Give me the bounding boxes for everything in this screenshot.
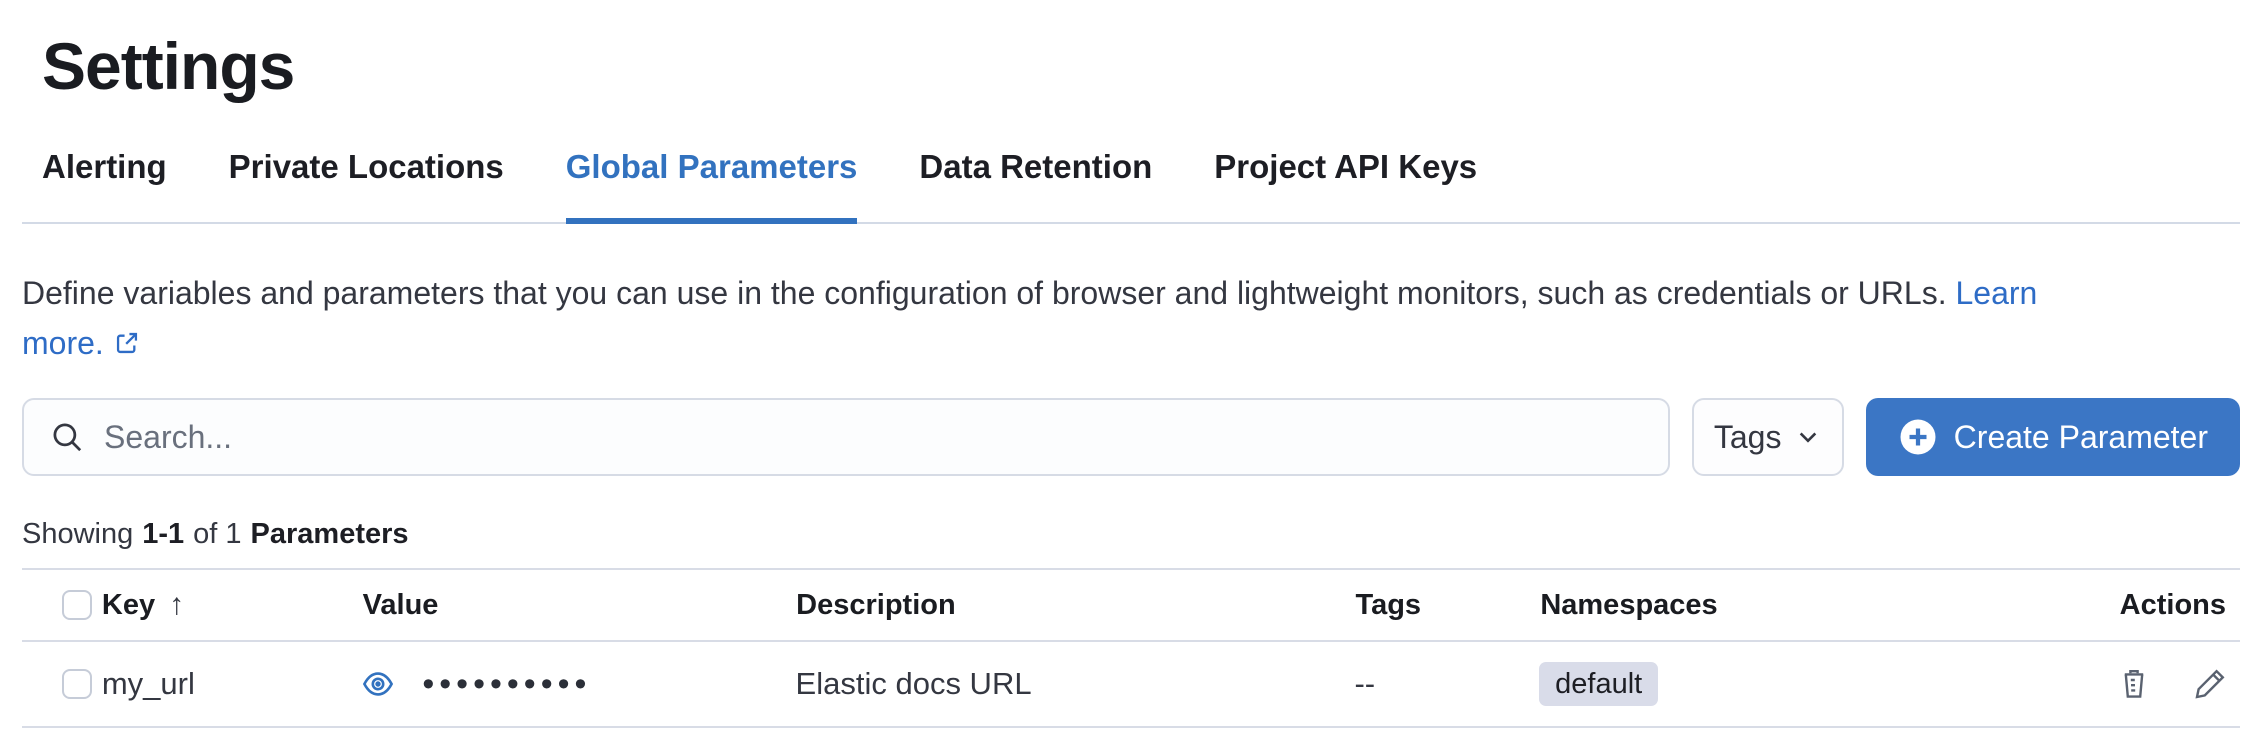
summary-entity: Parameters [250, 518, 409, 550]
page-description: Define variables and parameters that you… [22, 268, 2240, 368]
column-header-description: Description [796, 588, 956, 621]
results-summary: Showing 1-1 of 1 Parameters [22, 516, 2240, 552]
pencil-icon[interactable] [2194, 668, 2226, 700]
row-checkbox[interactable] [61, 669, 92, 699]
table-header-row: Key ↑ Value Description Tags Namespaces … [22, 570, 2240, 642]
column-header-actions: Actions [2119, 588, 2226, 621]
summary-range: 1-1 [142, 518, 185, 550]
column-header-key[interactable]: Key ↑ [101, 588, 185, 621]
external-link-icon [114, 330, 140, 356]
tab-data-retention[interactable]: Data Retention [919, 148, 1153, 185]
tab-project-api-keys[interactable]: Project API Keys [1214, 148, 1478, 185]
learn-more-link-continued[interactable]: more. [22, 325, 104, 361]
sort-up-icon: ↑ [169, 588, 185, 621]
namespaces-cell: default [1529, 662, 2118, 706]
select-all-checkbox[interactable] [61, 590, 92, 620]
tab-bar: Alerting Private Locations Global Parame… [22, 146, 2240, 224]
parameters-table: Key ↑ Value Description Tags Namespaces … [22, 568, 2240, 728]
toolbar: Tags Create Parameter [22, 398, 2240, 476]
table-row: my_url •••••••••• Elastic docs URL -- de… [22, 642, 2240, 728]
column-header-value: Value [362, 588, 439, 621]
summary-middle: of 1 [193, 518, 242, 550]
tags-filter-button[interactable]: Tags [1691, 398, 1844, 476]
plus-circle-icon [1898, 417, 1938, 457]
tab-private-locations[interactable]: Private Locations [228, 148, 504, 185]
key-cell: my_url [101, 666, 195, 701]
search-icon [50, 420, 84, 454]
namespace-badge: default [1539, 662, 1659, 706]
description-text: Define variables and parameters that you… [22, 275, 1947, 311]
learn-more-link[interactable]: Learn [1955, 275, 2038, 311]
tags-cell: -- [1354, 666, 1376, 701]
tab-global-parameters[interactable]: Global Parameters [565, 146, 858, 224]
create-parameter-label: Create Parameter [1953, 418, 2208, 455]
summary-prefix: Showing [22, 518, 134, 550]
column-header-tags: Tags [1355, 588, 1422, 621]
actions-cell [2118, 668, 2240, 700]
trash-icon[interactable] [2118, 668, 2150, 700]
search-input[interactable] [104, 418, 1668, 456]
eye-icon[interactable] [362, 668, 394, 700]
description-cell: Elastic docs URL [795, 666, 1032, 701]
chevron-down-icon [1795, 424, 1821, 450]
tab-alerting[interactable]: Alerting [42, 148, 167, 185]
create-parameter-button[interactable]: Create Parameter [1865, 398, 2240, 476]
value-cell: •••••••••• [346, 665, 785, 704]
tags-filter-label: Tags [1713, 418, 1782, 455]
masked-value: •••••••••• [422, 664, 592, 703]
search-box[interactable] [22, 398, 1670, 476]
page-title: Settings [42, 29, 295, 103]
column-header-namespaces: Namespaces [1540, 588, 1718, 621]
